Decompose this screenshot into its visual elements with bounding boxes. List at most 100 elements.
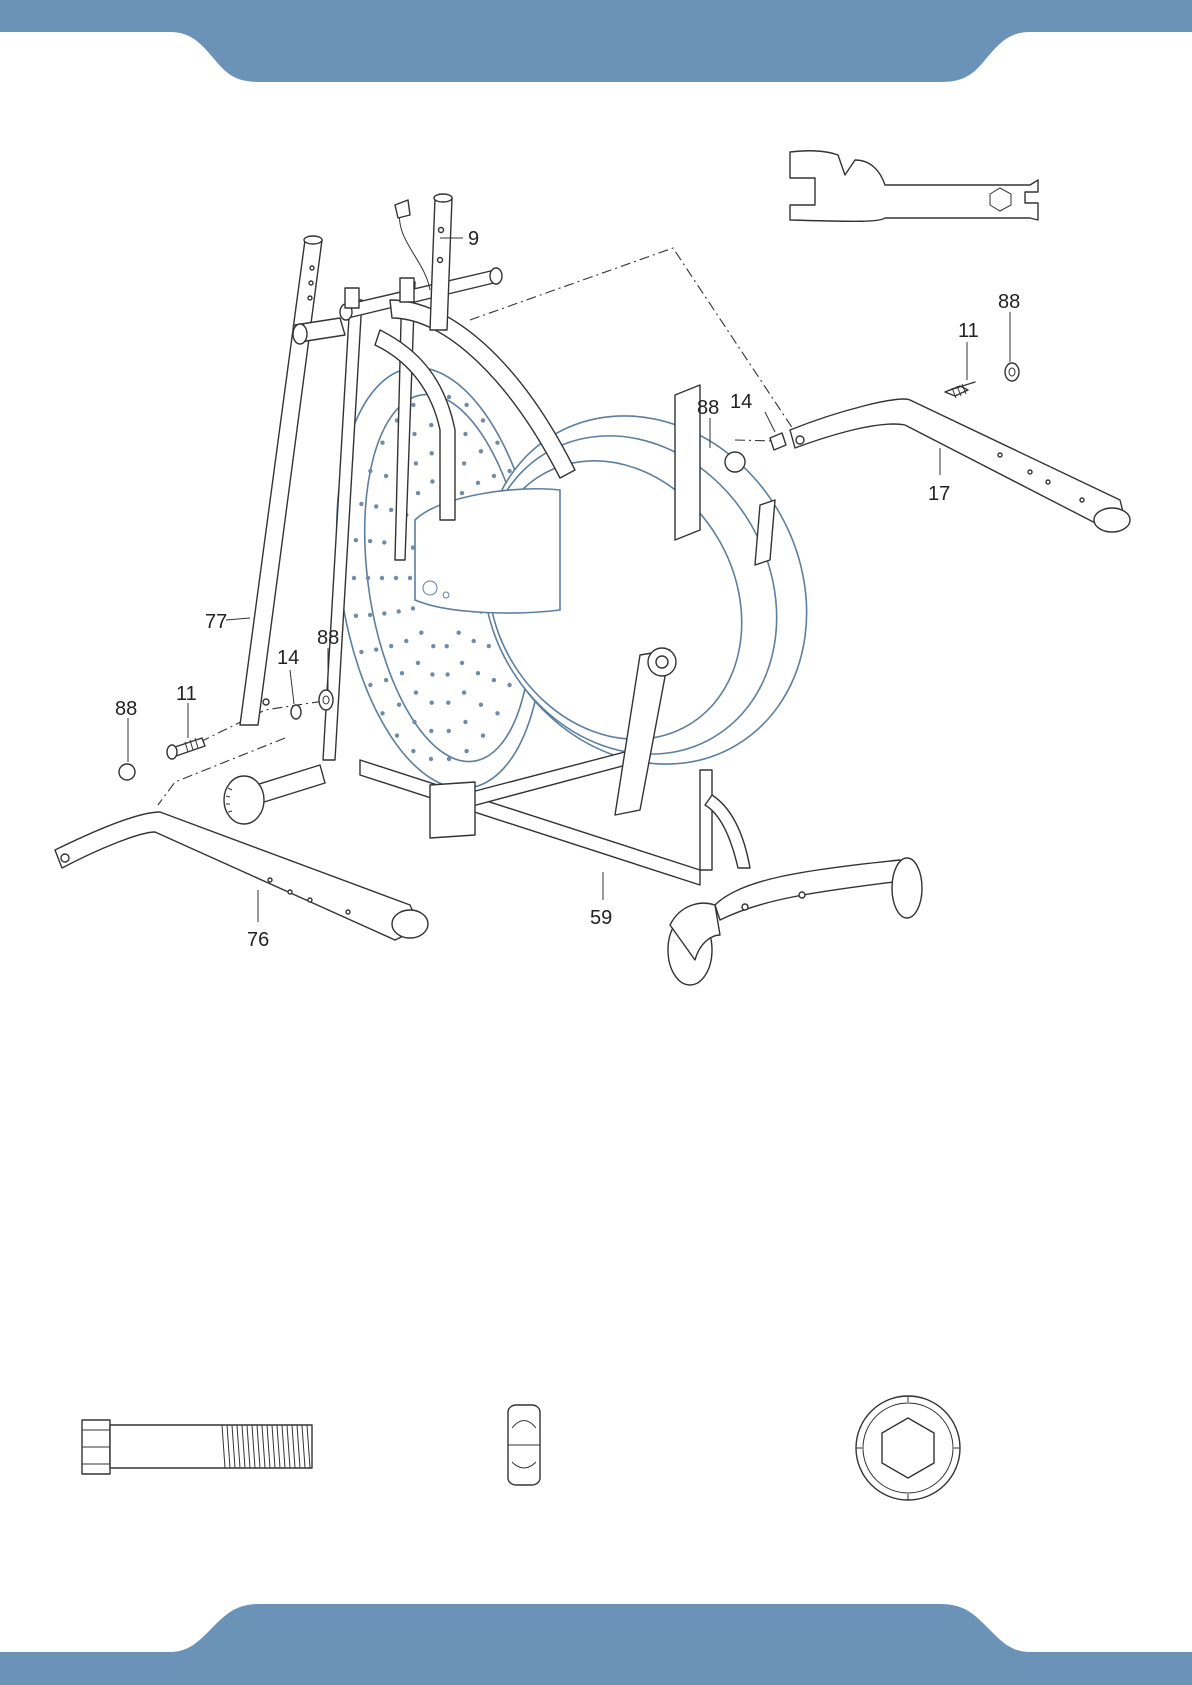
fan-hole <box>464 749 468 753</box>
fan-hole <box>495 441 499 445</box>
top-banner <box>0 0 1192 82</box>
fan-hole <box>463 432 467 436</box>
fan-hole <box>352 576 356 580</box>
left-arm-part-76 <box>55 812 428 940</box>
fan-hole <box>447 757 451 761</box>
fan-hole <box>359 650 363 654</box>
fan-hole <box>412 720 416 724</box>
fan-hole <box>445 672 449 676</box>
fan-hole <box>472 639 476 643</box>
callout-88-right-cap: 88 <box>697 397 719 419</box>
fan-hole <box>380 576 384 580</box>
fan-hole <box>479 703 483 707</box>
fan-hole <box>463 720 467 724</box>
fan-hole <box>430 479 434 483</box>
callout-88-left-cap: 88 <box>115 698 137 720</box>
fan-hole <box>476 671 480 675</box>
callout-77: 77 <box>205 611 227 633</box>
left-hardware <box>119 690 333 780</box>
fan-hole <box>416 491 420 495</box>
fan-hole <box>397 703 401 707</box>
fan-hole <box>382 540 386 544</box>
fan-hole <box>414 690 418 694</box>
fan-hole <box>382 611 386 615</box>
fan-hole <box>464 403 468 407</box>
callout-59: 59 <box>590 907 612 929</box>
callout-88-right-washer: 88 <box>998 291 1020 313</box>
fan-hole <box>384 474 388 478</box>
fan-hole <box>389 508 393 512</box>
fan-hole <box>354 614 358 618</box>
fan-hole <box>368 683 372 687</box>
fan-hole <box>411 403 415 407</box>
fan-hole <box>416 661 420 665</box>
axis-line-right <box>735 440 775 441</box>
fan-hole <box>374 647 378 651</box>
fan-hole <box>487 644 491 648</box>
callout-17: 17 <box>928 483 950 505</box>
fan-hole <box>359 502 363 506</box>
fan-hole <box>429 729 433 733</box>
callout-88-left-washer: 88 <box>317 627 339 649</box>
fan-hole <box>492 678 496 682</box>
rear-end-cap <box>224 776 264 824</box>
fan-hole <box>429 423 433 427</box>
fan-hole <box>411 606 415 610</box>
fan-hole <box>460 661 464 665</box>
fan-hole <box>411 749 415 753</box>
bolt-icon <box>82 1420 312 1474</box>
callout-9: 9 <box>468 228 479 250</box>
fan-hole <box>429 757 433 761</box>
fan-hole <box>354 538 358 542</box>
fan-hole <box>447 395 451 399</box>
callout-14-left-nut: 14 <box>277 647 299 669</box>
fan-hole <box>368 469 372 473</box>
fan-hole <box>397 609 401 613</box>
callout-11-left-bolt: 11 <box>176 683 197 705</box>
callout-11-right-bolt: 11 <box>958 320 979 342</box>
fan-hole <box>447 729 451 733</box>
fan-hole <box>481 418 485 422</box>
fan-hole <box>492 474 496 478</box>
nut-icon <box>508 1405 540 1485</box>
fan-hole <box>366 576 370 580</box>
callout-14-right-nut: 14 <box>730 391 752 413</box>
fan-hole <box>430 701 434 705</box>
axis-line-left <box>200 700 330 742</box>
wrench-icon <box>790 151 1038 222</box>
fan-hole <box>430 672 434 676</box>
fan-hole <box>479 449 483 453</box>
right-arm-part-17 <box>790 399 1130 532</box>
fan-hole <box>395 733 399 737</box>
fan-hole <box>389 644 393 648</box>
fan-hole <box>374 504 378 508</box>
fan-hole <box>462 461 466 465</box>
fan-hole <box>495 711 499 715</box>
fan-hole <box>460 491 464 495</box>
fan-hole <box>446 701 450 705</box>
fan-hole <box>431 644 435 648</box>
fan-hole <box>430 451 434 455</box>
fan-hole <box>404 639 408 643</box>
fan-hole <box>507 469 511 473</box>
fan-hole <box>419 631 423 635</box>
fan-hole <box>400 671 404 675</box>
fan-hole <box>368 613 372 617</box>
fan-hole <box>394 576 398 580</box>
fan-hole <box>414 461 418 465</box>
fan-hole <box>457 631 461 635</box>
fan-hole <box>462 690 466 694</box>
fan-hole <box>380 441 384 445</box>
fan-hole <box>481 733 485 737</box>
callout-76: 76 <box>247 929 269 951</box>
bottom-banner <box>0 1604 1192 1685</box>
fan-hole <box>380 711 384 715</box>
fan-hole <box>507 683 511 687</box>
fan-hole <box>445 644 449 648</box>
fan-hole <box>368 539 372 543</box>
fan-hole <box>476 481 480 485</box>
fan-hole <box>384 678 388 682</box>
end-cap-icon <box>856 1396 960 1500</box>
